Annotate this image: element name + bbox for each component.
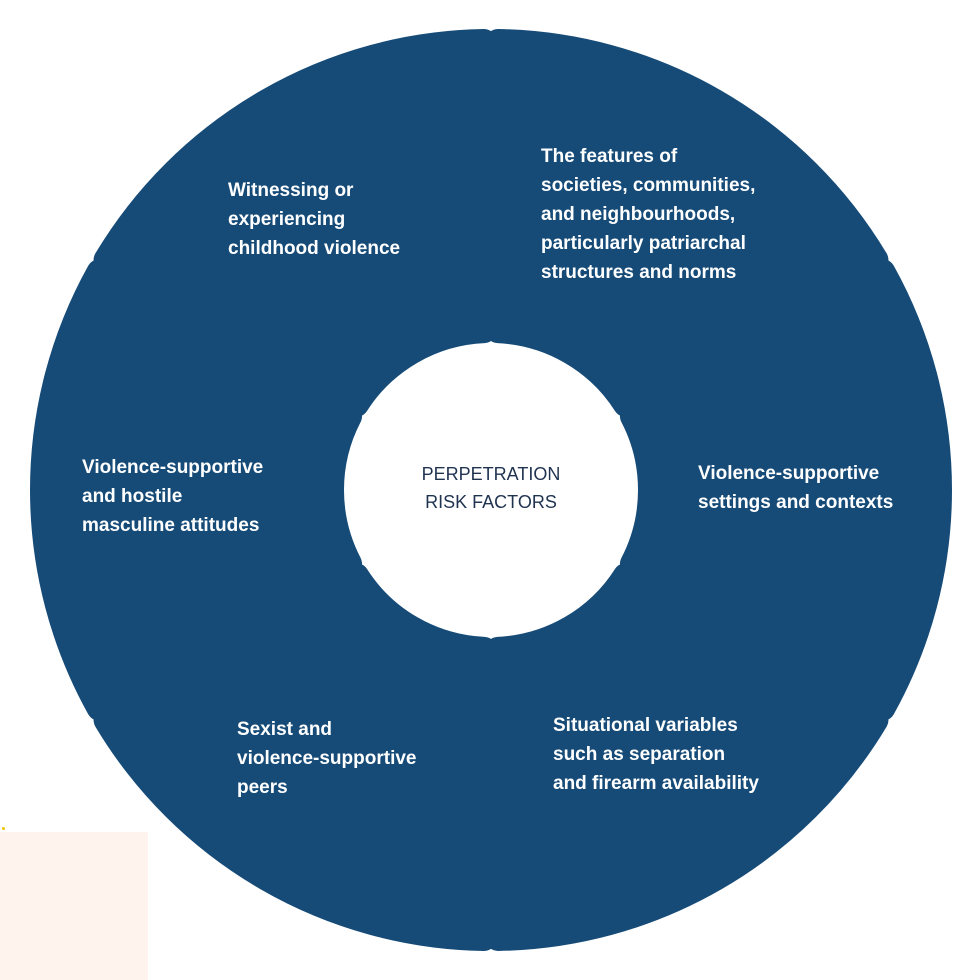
- corner-marker-dot: [2, 827, 5, 830]
- segment-bottom-right: Situational variables such as separation a…: [485, 562, 889, 951]
- segment-label-line: childhood violence: [228, 238, 400, 259]
- segment-label-line: such as separation: [553, 744, 725, 765]
- segment-top-right: The features of societies, communities, an…: [485, 29, 889, 418]
- center-title-line: RISK FACTORS: [425, 492, 557, 512]
- segment-label-bottom-left: Sexist and violence-supportive peers: [237, 719, 417, 798]
- segment-label-right: Violence-supportive settings and contexts: [698, 463, 893, 513]
- segment-bottom-left: Sexist and violence-supportive peers: [93, 562, 497, 951]
- segment-shape-top-right: [485, 29, 889, 418]
- segment-label-line: The features of: [541, 146, 678, 167]
- center-title: PERPETRATION RISK FACTORS: [422, 464, 561, 512]
- segment-shape-bottom-right: [485, 562, 889, 951]
- segment-label-line: societies, communities,: [541, 175, 755, 196]
- segment-shape-top-left: [93, 29, 497, 418]
- segment-label-top-left: Witnessing or experiencing childhood viole…: [228, 180, 400, 259]
- segment-label-line: masculine attitudes: [82, 515, 259, 536]
- segment-label-line: peers: [237, 777, 288, 798]
- center-hub: PERPETRATION RISK FACTORS: [422, 464, 561, 512]
- segment-shape-left: [30, 259, 363, 721]
- corner-background-patch: [0, 832, 148, 980]
- segment-label-line: particularly patriarchal: [541, 233, 746, 254]
- segment-label-line: Witnessing or: [228, 180, 354, 201]
- segment-top-left: Witnessing or experiencing childhood viole…: [93, 29, 497, 418]
- segment-right: Violence-supportive settings and contexts: [619, 259, 952, 721]
- center-title-line: PERPETRATION: [422, 464, 561, 484]
- segment-label-line: and firearm availability: [553, 773, 759, 794]
- segment-label-left: Violence-supportive and hostile masculine …: [82, 457, 263, 536]
- segment-label-line: Violence-supportive: [82, 457, 263, 478]
- segment-label-bottom-right: Situational variables such as separation a…: [553, 715, 759, 794]
- segment-label-line: experiencing: [228, 209, 345, 230]
- segment-label-line: Violence-supportive: [698, 463, 879, 484]
- segment-label-line: violence-supportive: [237, 748, 417, 769]
- segment-label-line: Sexist and: [237, 719, 332, 740]
- segment-shape-right: [619, 259, 952, 721]
- segments-layer: Witnessing or experiencing childhood viole…: [30, 29, 952, 951]
- segment-label-line: structures and norms: [541, 262, 736, 283]
- segment-label-top-right: The features of societies, communities, an…: [541, 146, 755, 283]
- segment-label-line: settings and contexts: [698, 492, 893, 513]
- segment-label-line: and hostile: [82, 486, 182, 507]
- segment-shape-bottom-left: [93, 562, 497, 951]
- segment-label-line: Situational variables: [553, 715, 738, 736]
- segment-label-line: and neighbourhoods,: [541, 204, 735, 225]
- segment-left: Violence-supportive and hostile masculine …: [30, 259, 363, 721]
